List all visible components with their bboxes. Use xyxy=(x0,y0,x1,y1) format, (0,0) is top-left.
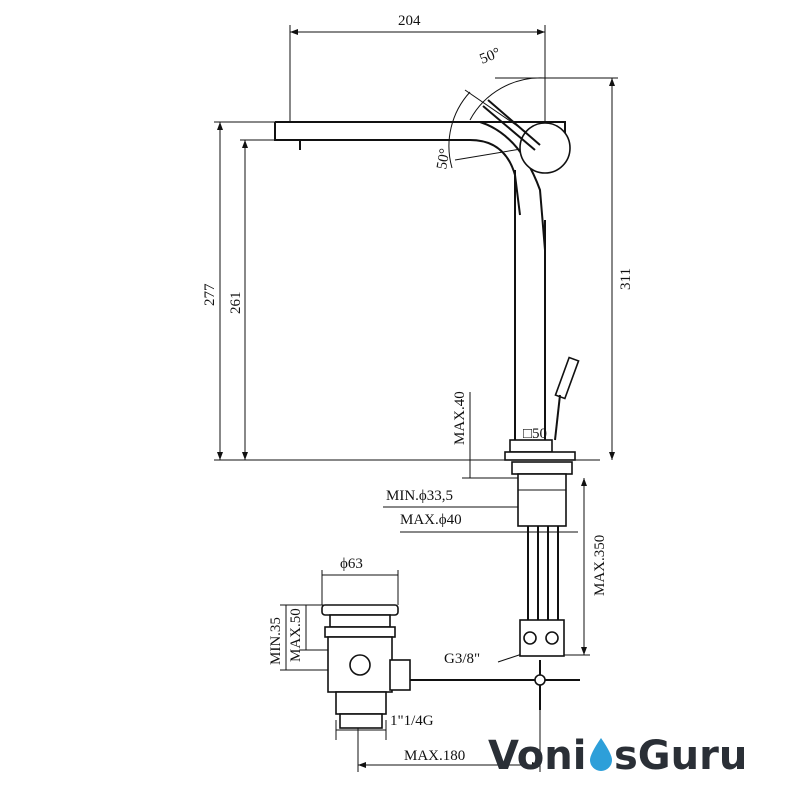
label-max-hole: MAX.ϕ40 xyxy=(400,512,462,528)
label-connection: G3/8" xyxy=(444,651,480,667)
label-max-deck: MAX.40 xyxy=(452,391,468,445)
label-swivel-top: 50° xyxy=(478,45,503,68)
label-waste-diameter: ϕ63 xyxy=(340,556,363,572)
label-height-spout: 261 xyxy=(228,292,244,315)
water-drop-icon xyxy=(590,738,612,771)
label-base-square: □50 xyxy=(523,426,547,442)
logo-text-2: sGuru xyxy=(614,733,747,779)
label-height-right: 311 xyxy=(618,268,634,290)
label-max-hose: MAX.350 xyxy=(592,535,608,596)
label-height-total: 277 xyxy=(202,283,218,306)
label-overall-width: 204 xyxy=(398,13,421,29)
label-waste-thread: 1"1/4G xyxy=(390,713,434,729)
label-waste-min: MIN.35 xyxy=(268,617,284,665)
label-min-hole: MIN.ϕ33,5 xyxy=(386,488,453,504)
label-swivel-left: 50° xyxy=(434,147,453,170)
faucet-body xyxy=(274,99,580,710)
vonios-guru-logo: Voni sGuru xyxy=(488,733,747,779)
dimension-labels: 204 50° 50° 277 261 311 MAX.40 □50 MIN.ϕ… xyxy=(202,13,634,764)
label-waste-max: MAX.50 xyxy=(288,608,304,662)
label-max-rod: MAX.180 xyxy=(404,748,465,764)
waste-assembly xyxy=(321,604,411,729)
logo-text-1: Voni xyxy=(488,733,586,779)
